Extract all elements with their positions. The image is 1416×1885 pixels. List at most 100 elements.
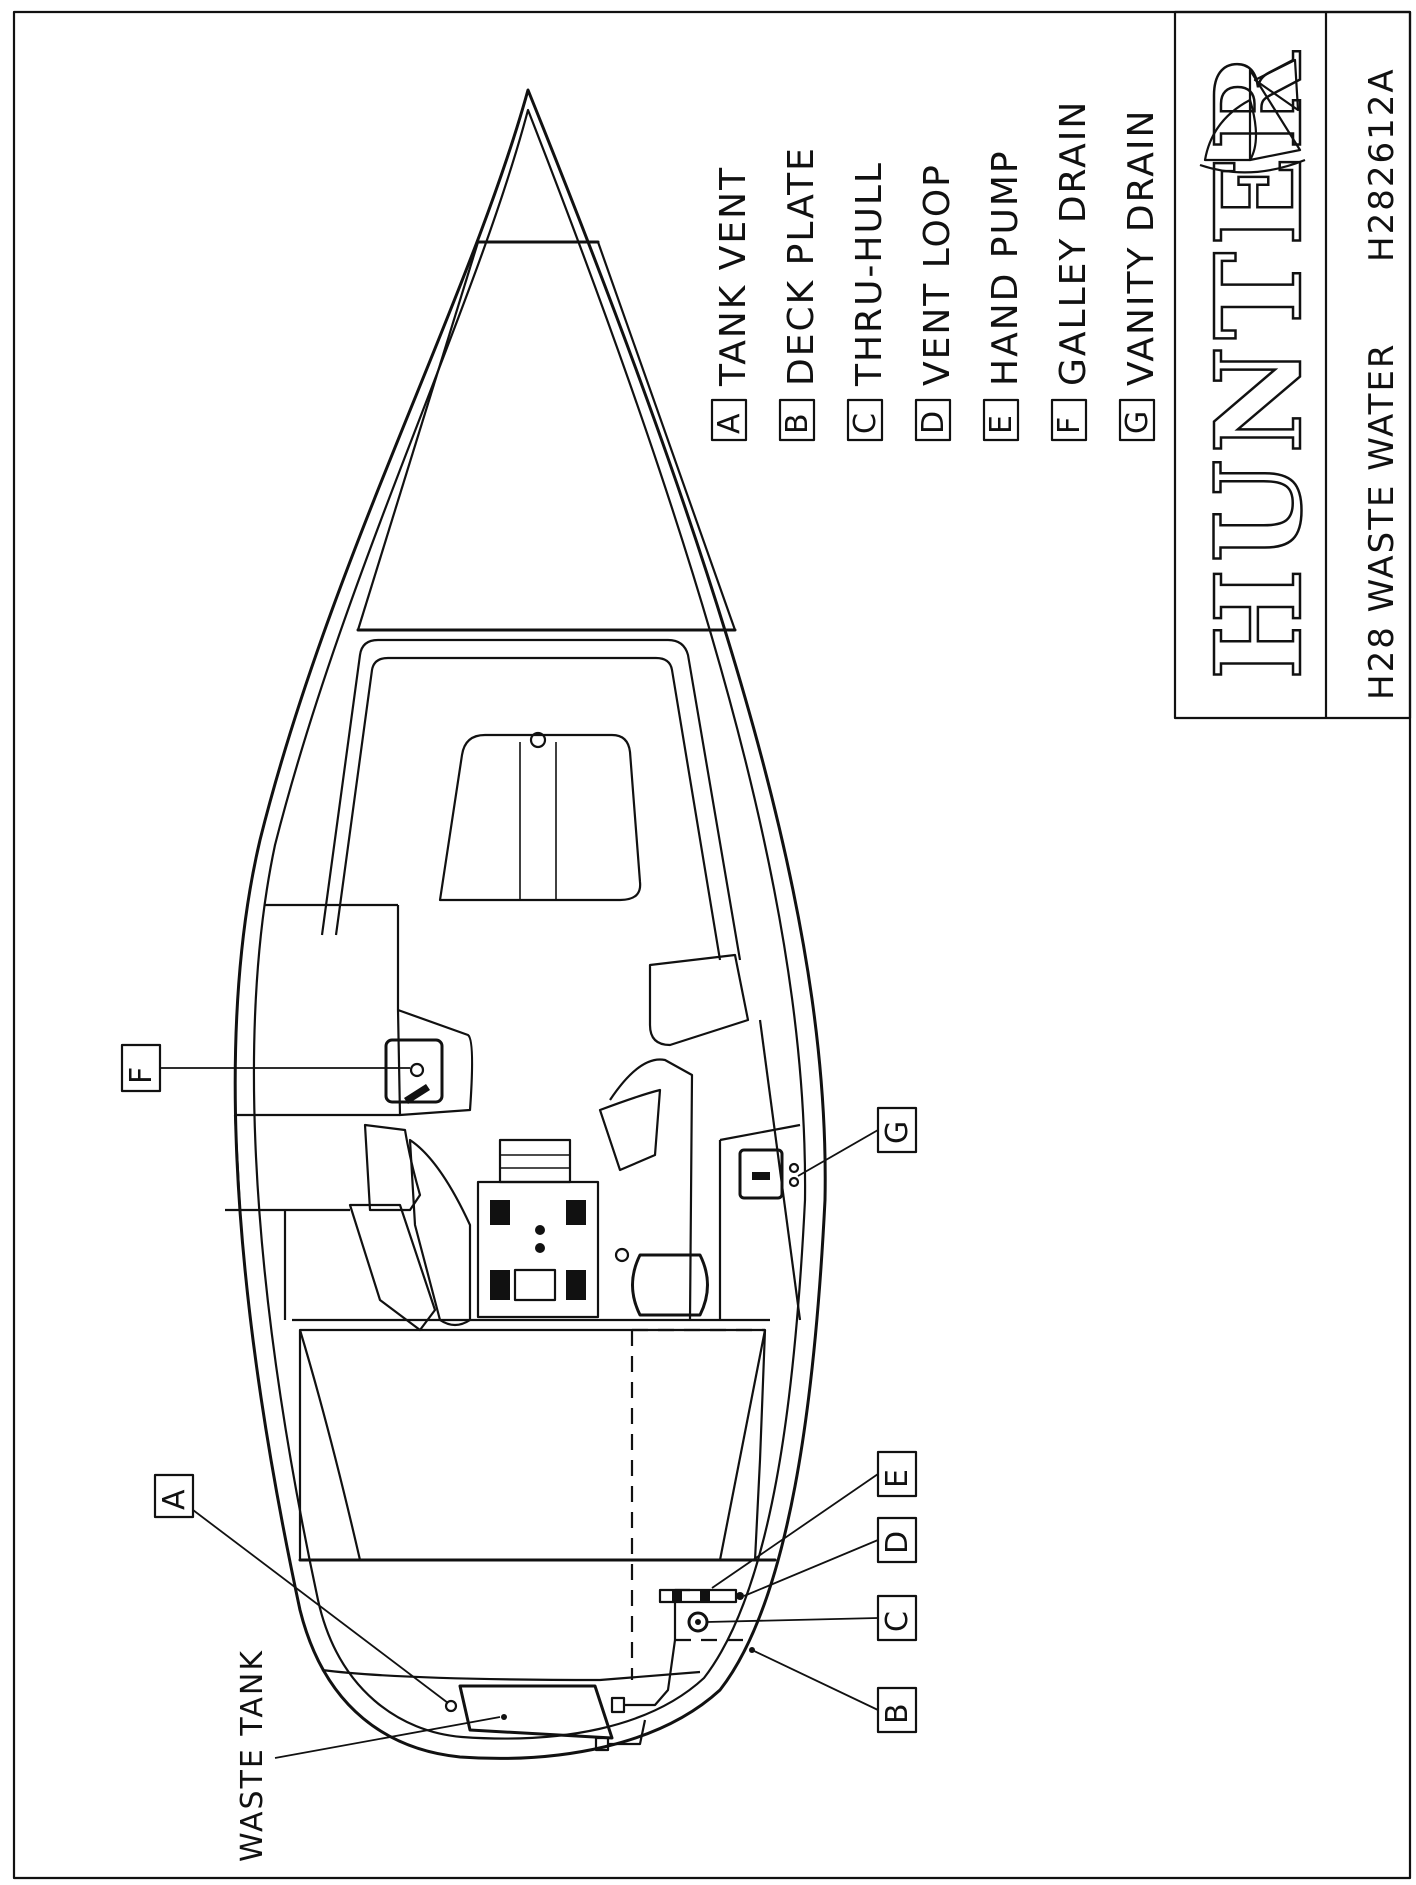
salon-table [438, 733, 642, 902]
cockpit-seat [718, 1329, 767, 1561]
legend-letter-box [846, 398, 884, 442]
waste-tank [458, 1684, 614, 1740]
waste-tank-center [501, 1714, 507, 1720]
pump-fitting [672, 1590, 682, 1602]
engine-mount [490, 1200, 510, 1225]
legend-letter: A [712, 413, 747, 434]
callout-leader [274, 1716, 501, 1759]
callout-f: F [120, 1043, 410, 1093]
callout-letter: A [157, 1489, 192, 1510]
engine-mount [566, 1200, 586, 1225]
legend-text: DECK PLATE [781, 146, 822, 386]
callout-b: B [751, 1649, 918, 1734]
engine-part [535, 1243, 545, 1253]
hand-pump-body [658, 1588, 738, 1604]
callout-leader [711, 1473, 879, 1589]
vanity-sink [738, 1148, 784, 1200]
hull-liner [758, 1019, 802, 1321]
pump-fitting [700, 1590, 710, 1602]
vberth-edge-right [596, 241, 737, 631]
galley-sink [384, 1038, 444, 1104]
galley-cabinet [363, 1123, 422, 1212]
tank-fitting [610, 1696, 626, 1714]
title-block: HUNTER H28 WASTE WATER H282612A [1173, 10, 1412, 720]
engine-mount [490, 1270, 510, 1300]
tank-vent-fitting [444, 1699, 458, 1713]
galley-counter-top [396, 1008, 474, 1117]
legend-item-d: D VENT LOOP [914, 163, 958, 442]
discharge-hose [624, 1639, 677, 1707]
thru-hull-fitting-center [695, 1619, 701, 1625]
callout-c: C [706, 1594, 918, 1642]
galley-counter [233, 1114, 242, 1211]
galley-faucet [404, 1084, 430, 1104]
callouts: A F G E D C [120, 1043, 918, 1862]
quarter-berth-edge [609, 1058, 694, 1321]
legend-text: TANK VENT [713, 166, 754, 387]
legend-letter-box [710, 398, 748, 442]
legend-letter: G [1120, 411, 1155, 434]
legend-text: HAND PUMP [985, 149, 1026, 386]
callout-e: E [711, 1450, 918, 1589]
legend-item-c: C THRU-HULL [846, 161, 890, 442]
legend-text: VENT LOOP [917, 163, 958, 386]
title-block-frame [1173, 10, 1412, 720]
vanity-faucet [752, 1172, 770, 1180]
callout-d: D [743, 1516, 918, 1597]
callout-letter: F [124, 1067, 159, 1084]
legend-item-b: B DECK PLATE [778, 146, 822, 442]
legend-letter-box [1118, 398, 1156, 442]
drawing-title: H28 WASTE WATER [1362, 342, 1402, 700]
engine-top [498, 1138, 572, 1184]
legend-text: VANITY DRAIN [1121, 109, 1162, 386]
sheet-border [12, 10, 1412, 1880]
galley-sink-drain [409, 1062, 425, 1078]
galley-cabinet [348, 1203, 437, 1332]
hull-outline [233, 88, 827, 1760]
callout-box [153, 1473, 195, 1519]
legend-text: THRU-HULL [849, 161, 890, 387]
engine-part [535, 1225, 545, 1235]
legend-letter: B [780, 413, 815, 434]
engine-transmission [513, 1268, 557, 1302]
hull-plan [225, 88, 827, 1760]
cockpit-seat [298, 1329, 362, 1561]
legend-letter-box [1050, 398, 1088, 442]
legend-letter-box [914, 398, 952, 442]
callout-leader [192, 1509, 449, 1704]
stern-lazarette [321, 1668, 701, 1682]
vent-loop-fitting [736, 1592, 744, 1600]
callout-g: G [797, 1106, 918, 1177]
legend-item-f: F GALLEY DRAIN [1050, 100, 1094, 442]
callout-letter: D [880, 1531, 915, 1554]
hunter-logo: HUNTER [1188, 45, 1330, 682]
waste-tank-label: WASTE TANK [235, 1649, 270, 1862]
salon-settee-inner [334, 656, 722, 961]
engine-box [476, 1138, 600, 1319]
legend-letter: D [916, 411, 951, 434]
callout-leader [706, 1617, 879, 1623]
callout-a: A [153, 1473, 449, 1704]
callout-letter: E [880, 1469, 915, 1488]
sailboat-logo-icon [1199, 58, 1306, 174]
head-bulkhead [719, 1123, 801, 1142]
hunter-logo-text: HUNTER [1189, 46, 1328, 680]
legend-letter-box [982, 398, 1020, 442]
water-heater-icon [631, 1253, 709, 1317]
discharge-hose [608, 1719, 647, 1746]
legend-letter: C [848, 413, 883, 434]
stove [408, 1138, 472, 1327]
vanity-drain [788, 1162, 800, 1174]
callout-letter: C [880, 1611, 915, 1632]
callout-leader [797, 1129, 879, 1177]
legend-letter: E [984, 415, 1019, 434]
drawing-number: H282612A [1362, 67, 1402, 262]
legend: A TANK VENT B DECK PLATE C THRU-HULL D V… [710, 100, 1162, 442]
deck-line [252, 108, 807, 1740]
cockpit-outline [298, 1328, 767, 1562]
legend-item-g: G VANITY DRAIN [1118, 109, 1162, 442]
salon-settee-outer [320, 638, 742, 961]
callout-leader [743, 1539, 879, 1597]
quarter-cabinet [598, 1088, 662, 1172]
